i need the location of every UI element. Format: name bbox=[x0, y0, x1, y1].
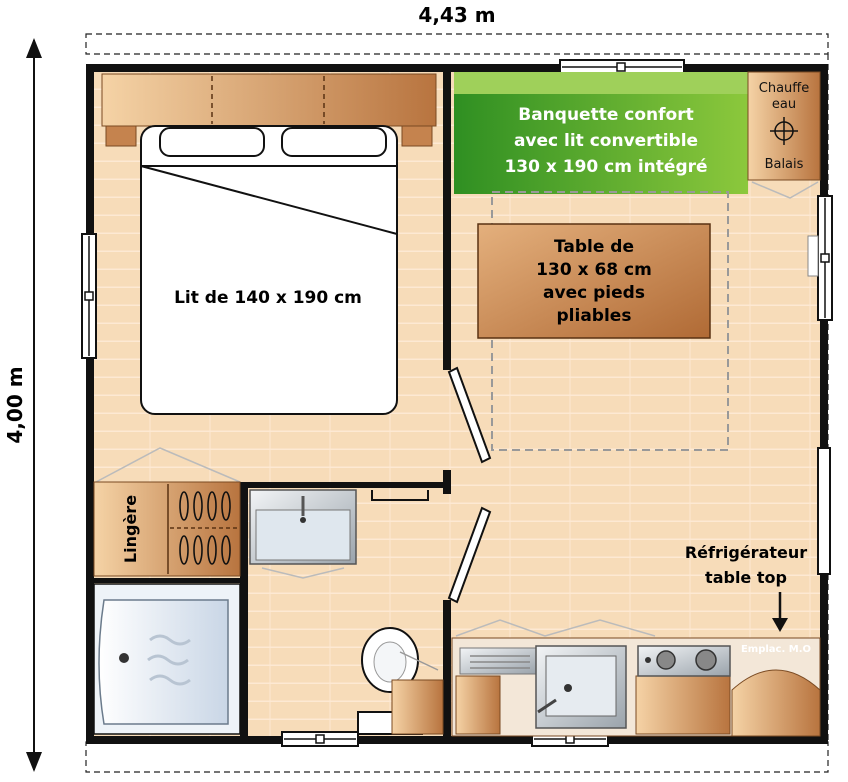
shower-tray bbox=[93, 583, 241, 735]
windows bbox=[81, 59, 833, 747]
pillow-right bbox=[281, 127, 387, 157]
fridge-label-line1: Réfrigérateur bbox=[685, 543, 807, 562]
table: Table de 130 x 68 cm avec pieds pliables bbox=[477, 223, 711, 339]
door-bathroom bbox=[447, 506, 492, 604]
bottom-dimension-frame bbox=[85, 741, 829, 773]
fridge-microwave-spot: Emplac. M.O bbox=[731, 644, 821, 737]
interior-walls bbox=[92, 70, 451, 740]
height-dimension: 4,00 m bbox=[3, 38, 42, 772]
water-heater-label-line2: eau bbox=[772, 97, 796, 112]
hob bbox=[637, 645, 731, 677]
window-top bbox=[559, 59, 685, 75]
table-label-line4: pliables bbox=[557, 306, 632, 326]
sink-drainer bbox=[459, 647, 537, 675]
bed-label: Lit de 140 x 190 cm bbox=[174, 288, 362, 308]
table-label-line1: Table de bbox=[554, 237, 634, 257]
sofa-bed: Banquette confort avec lit convertible 1… bbox=[454, 72, 748, 194]
linen-cupboard-hint bbox=[95, 447, 241, 483]
bathroom-sink bbox=[249, 489, 357, 579]
kitchen-sink bbox=[535, 645, 627, 729]
outer-walls bbox=[86, 64, 828, 744]
sofa-label-line3: 130 x 190 cm intégré bbox=[504, 157, 707, 177]
window-bottom-left bbox=[281, 731, 359, 747]
fridge-label-line2: table top bbox=[705, 568, 787, 587]
width-label: 4,43 m bbox=[418, 3, 495, 27]
burner-right-icon bbox=[695, 649, 717, 671]
door-bedroom bbox=[447, 366, 492, 464]
drain-icon bbox=[119, 653, 129, 663]
water-heater-cupboard: Chauffe eau Balais bbox=[747, 71, 821, 199]
water-heater-label-line1: Chauffe bbox=[759, 81, 809, 96]
burner-left-icon bbox=[656, 650, 676, 670]
window-left bbox=[81, 233, 97, 359]
sofa-label-line1: Banquette confort bbox=[518, 105, 693, 125]
fridge-annotation: Réfrigérateur table top bbox=[685, 543, 807, 632]
bed-headboard bbox=[101, 73, 437, 147]
width-dimension: 4,43 m bbox=[85, 3, 829, 55]
towel-rail bbox=[371, 490, 429, 501]
bathroom-cabinet bbox=[391, 679, 444, 735]
crosshair-icon bbox=[770, 117, 798, 145]
linen-cupboard: Lingère bbox=[93, 481, 241, 577]
window-right bbox=[807, 195, 833, 321]
broom-label: Balais bbox=[765, 157, 804, 172]
arrow-down-icon bbox=[772, 618, 788, 632]
linen-label: Lingère bbox=[121, 495, 140, 563]
table-label-line3: avec pieds bbox=[543, 283, 645, 303]
sofa-label-line2: avec lit convertible bbox=[514, 131, 698, 151]
pillow-left bbox=[159, 127, 265, 157]
hangers-icon bbox=[179, 491, 231, 565]
doors bbox=[447, 366, 492, 604]
height-label: 4,00 m bbox=[3, 366, 27, 443]
water-waves-icon bbox=[147, 634, 191, 686]
microwave-label: Emplac. M.O bbox=[741, 644, 811, 655]
table-label-line2: 130 x 68 cm bbox=[536, 260, 652, 280]
door-right bbox=[817, 447, 831, 575]
bed: Lit de 140 x 190 cm bbox=[140, 125, 398, 415]
